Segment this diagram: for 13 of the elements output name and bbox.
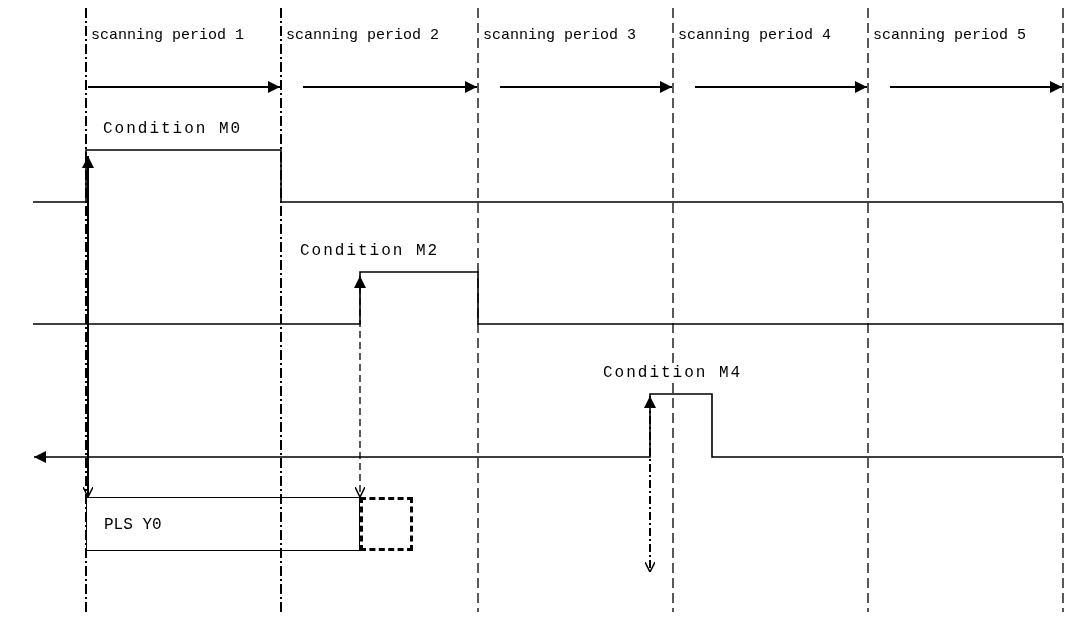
signal-label: Condition M4 [603,365,743,381]
period-label: scanning period 4 [678,28,832,43]
period-label: scanning period 2 [286,28,440,43]
period-label: scanning period 5 [873,28,1027,43]
pulse-instruction-box [86,497,360,551]
timing-arrow [82,155,94,498]
dashed-box [360,497,413,551]
timing-arrow [354,275,366,498]
period-label: scanning period 3 [483,28,637,43]
period-label: scanning period 1 [91,28,245,43]
signal-label: Condition M0 [103,121,243,137]
signal-label: Condition M2 [300,243,440,259]
instruction-label: PLS Y0 [104,517,162,533]
